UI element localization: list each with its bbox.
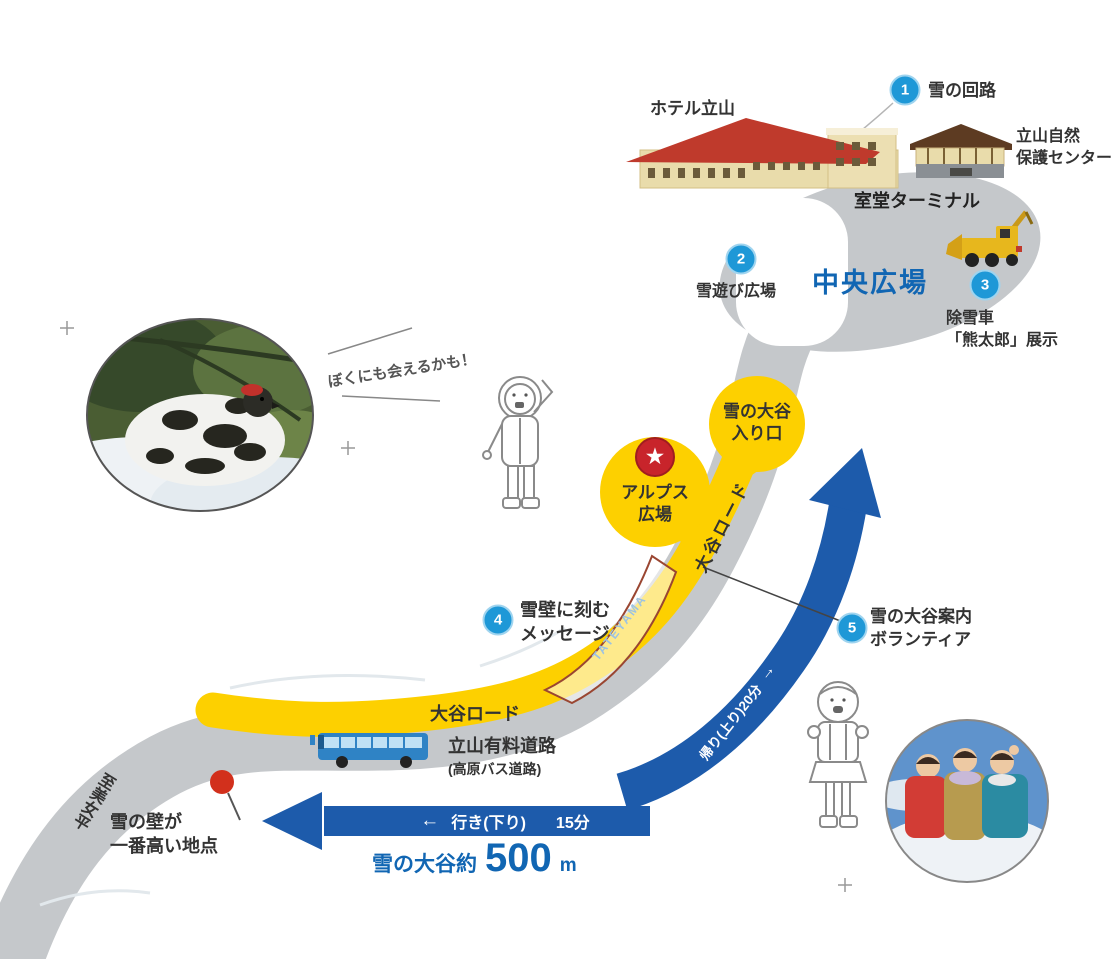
toll-road-label: 立山有料道路 xyxy=(448,736,556,756)
marker5-connector-line xyxy=(702,566,844,623)
terminal-label: 室堂ターミナル xyxy=(854,191,980,211)
alps-plaza-badge-shape xyxy=(600,437,710,548)
hiker-sketch-lower xyxy=(807,681,869,828)
marker-4: 4 xyxy=(482,604,514,636)
marker-3-label: 除雪車 「熊太郎」展示 xyxy=(946,310,1059,349)
total-distance-label: 雪の大谷約 500 m xyxy=(372,836,577,880)
entrance-badge-shape xyxy=(709,376,805,482)
return-route-arrow xyxy=(616,448,881,811)
star-icon: ★ xyxy=(646,446,664,468)
nature-center-label: 立山自然 保護センター xyxy=(1016,128,1111,167)
toll-road-sub-label: (高原バス道路) xyxy=(448,761,542,777)
outbound-route-label: ← 行き(下り) 15分 xyxy=(420,810,590,832)
bus-illustration xyxy=(310,733,428,768)
alps-plaza-label: アルプス 広場 xyxy=(621,482,689,524)
marker-5-number: 5 xyxy=(847,619,857,637)
marker-5-label: 雪の大谷案内 ボランティア xyxy=(870,607,972,649)
left-arrow-icon: ← xyxy=(420,810,440,831)
highest-point-label: 雪の壁が 一番高い地点 xyxy=(110,812,218,857)
tourists-photo xyxy=(885,719,1049,883)
entrance-badge-label: 雪の大谷 入り口 xyxy=(723,401,791,443)
snow-circuit-loop xyxy=(736,198,848,346)
marker-1-label: 雪の回路 xyxy=(928,81,996,100)
nature-center-illustration xyxy=(910,124,1012,178)
outbound-route-arrow xyxy=(262,792,650,850)
marker-4-label: 雪壁に刻む メッセージ xyxy=(520,600,610,645)
marker-1-number: 1 xyxy=(900,81,910,99)
marker-2-number: 2 xyxy=(736,250,746,268)
snow-texture-lines xyxy=(39,626,566,907)
marker-2-label: 雪遊び広場 xyxy=(696,283,777,300)
message-area-outline xyxy=(542,554,678,705)
marker-5: 5 xyxy=(836,612,868,644)
marker-2: 2 xyxy=(725,243,757,275)
highest-point-pin xyxy=(210,770,241,821)
marker-4-number: 4 xyxy=(493,611,503,629)
speech-strokes xyxy=(327,327,441,402)
hotel-tateyama-illustration xyxy=(626,118,899,189)
snow-plow-illustration xyxy=(946,210,1034,267)
cross-marks xyxy=(60,321,852,892)
central-plaza-label: 中央広場 xyxy=(812,268,928,298)
otani-road-label: 大谷ロード xyxy=(430,704,520,724)
marker-3: 3 xyxy=(969,269,1001,301)
ptarmigan-photo xyxy=(86,318,314,512)
hiker-sketch-upper xyxy=(482,376,554,509)
marker-3-number: 3 xyxy=(980,276,990,294)
marker-1: 1 xyxy=(889,74,921,106)
hotel-label: ホテル立山 xyxy=(650,99,735,118)
total-distance-value: 500 xyxy=(485,836,552,880)
